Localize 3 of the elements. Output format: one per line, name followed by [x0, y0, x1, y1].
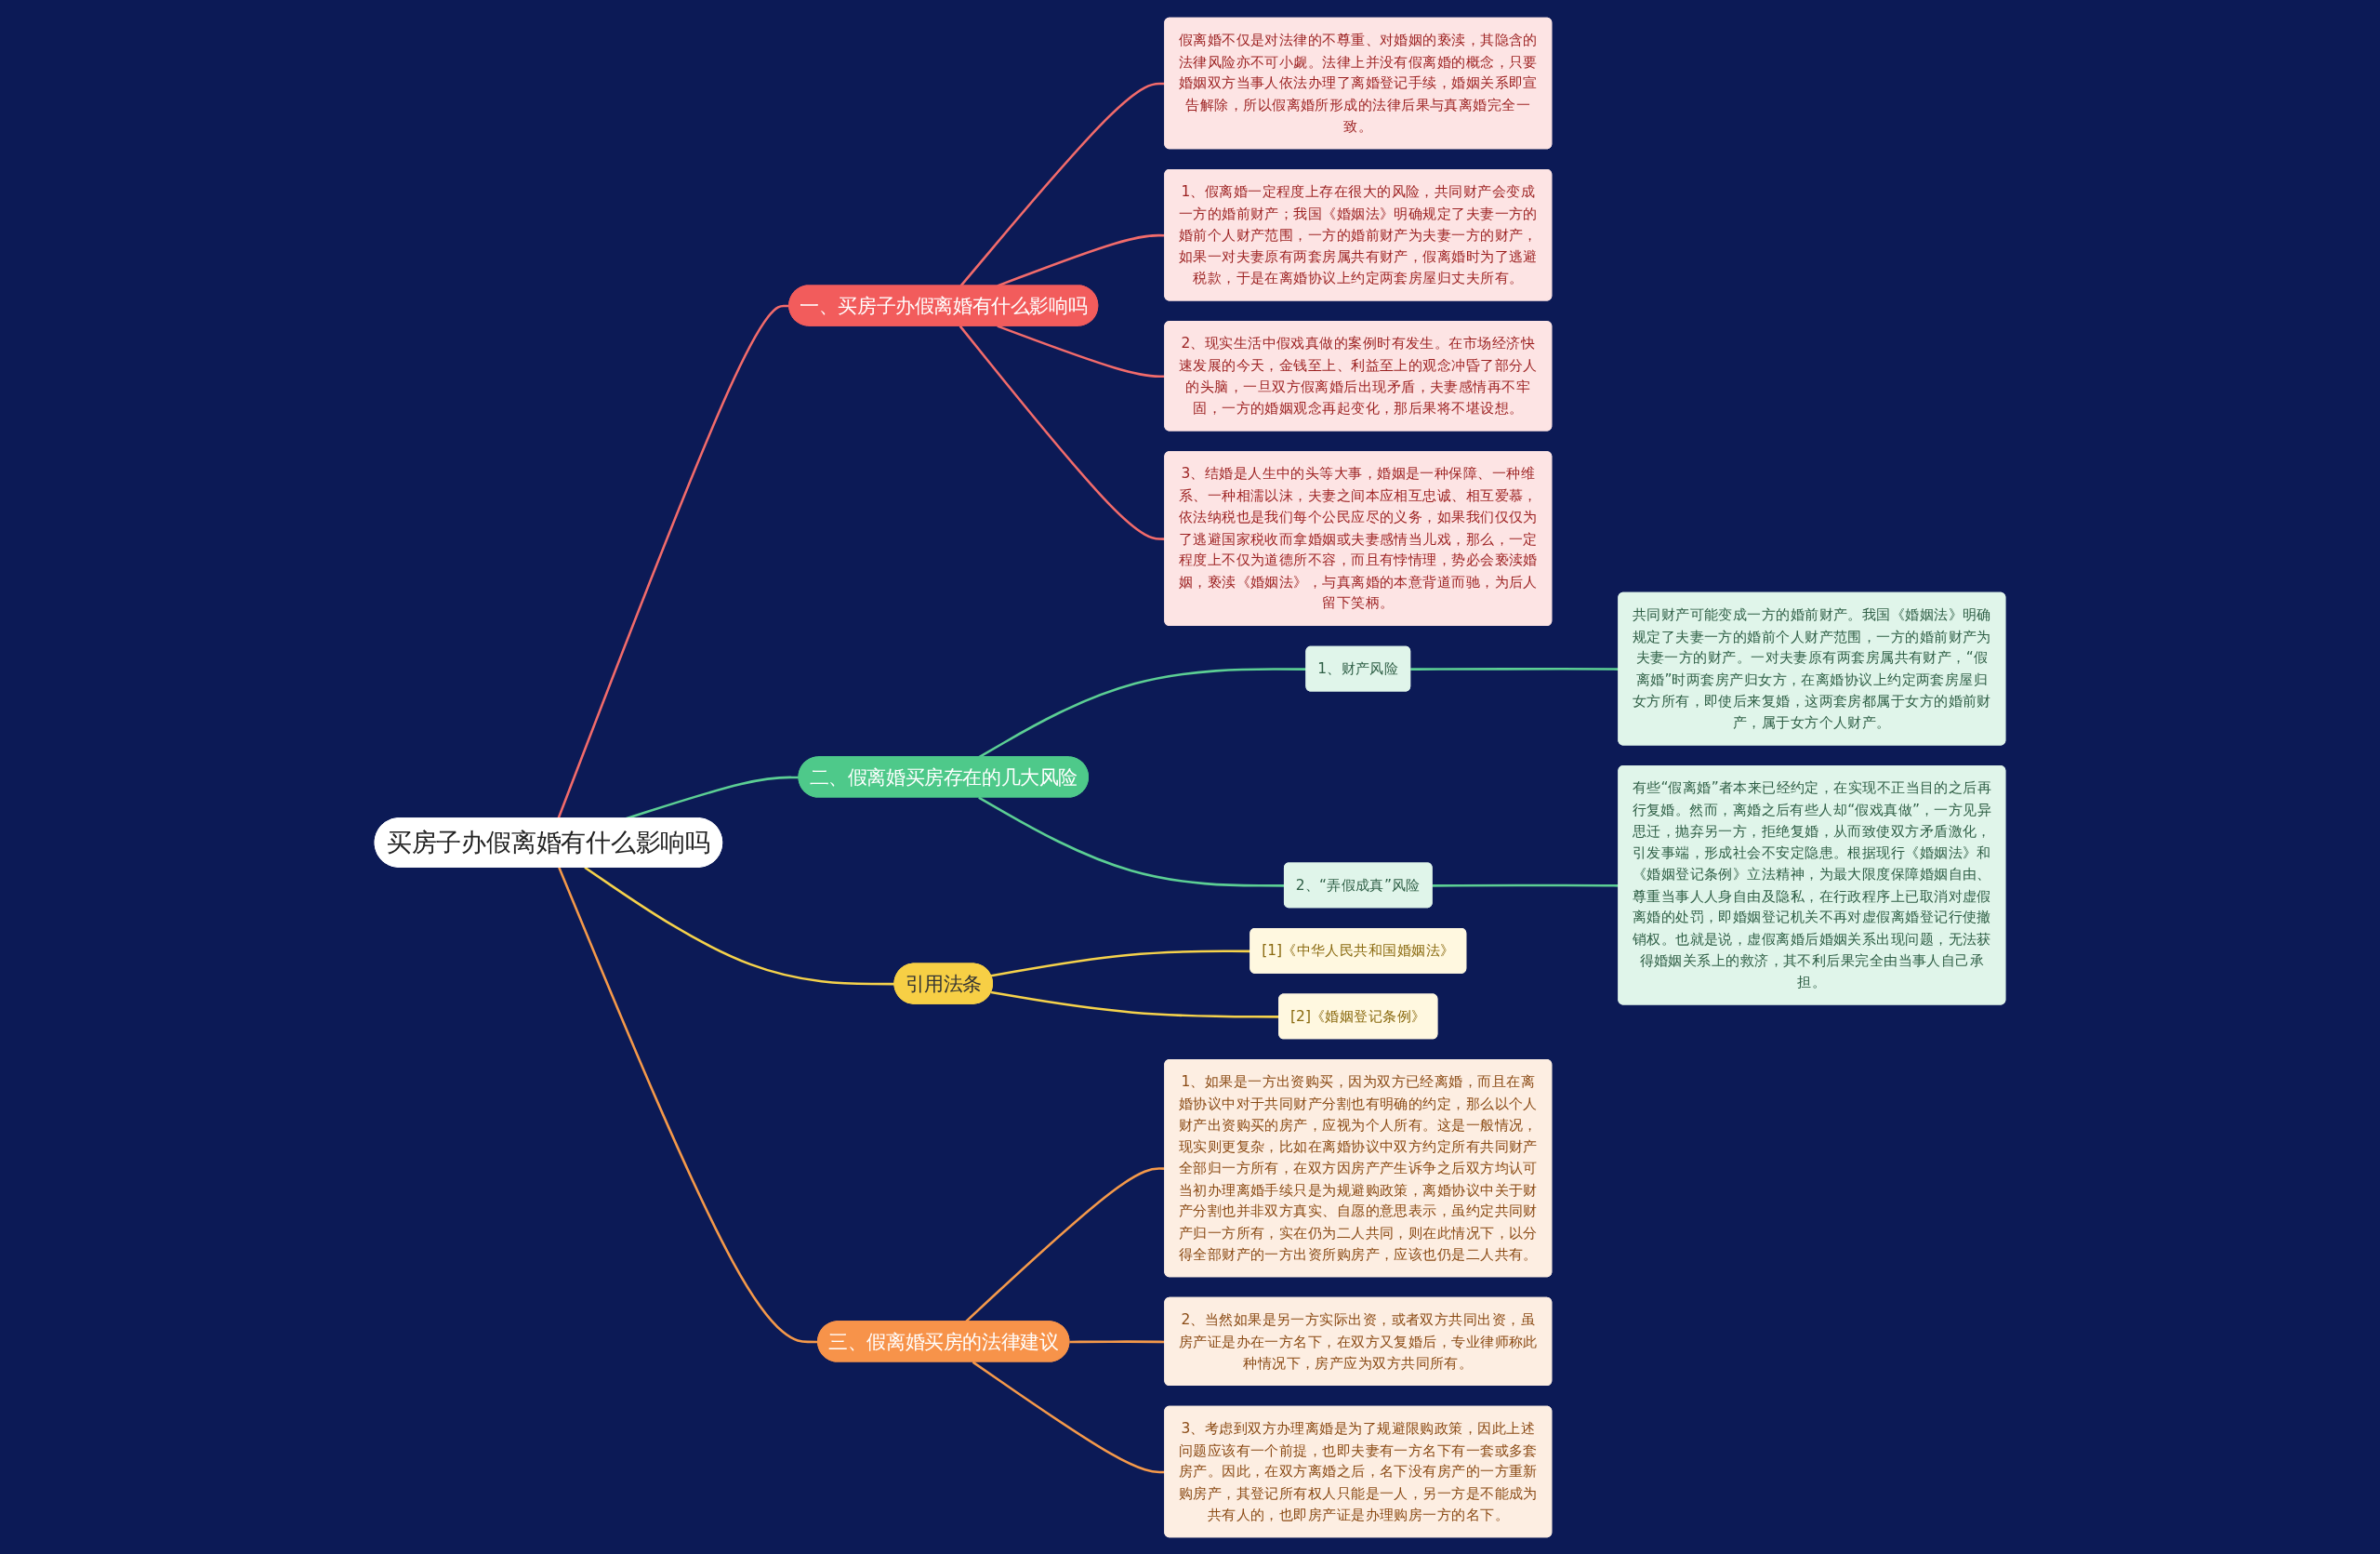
connector [557, 304, 790, 819]
connector [978, 796, 1285, 887]
connector [584, 866, 895, 985]
